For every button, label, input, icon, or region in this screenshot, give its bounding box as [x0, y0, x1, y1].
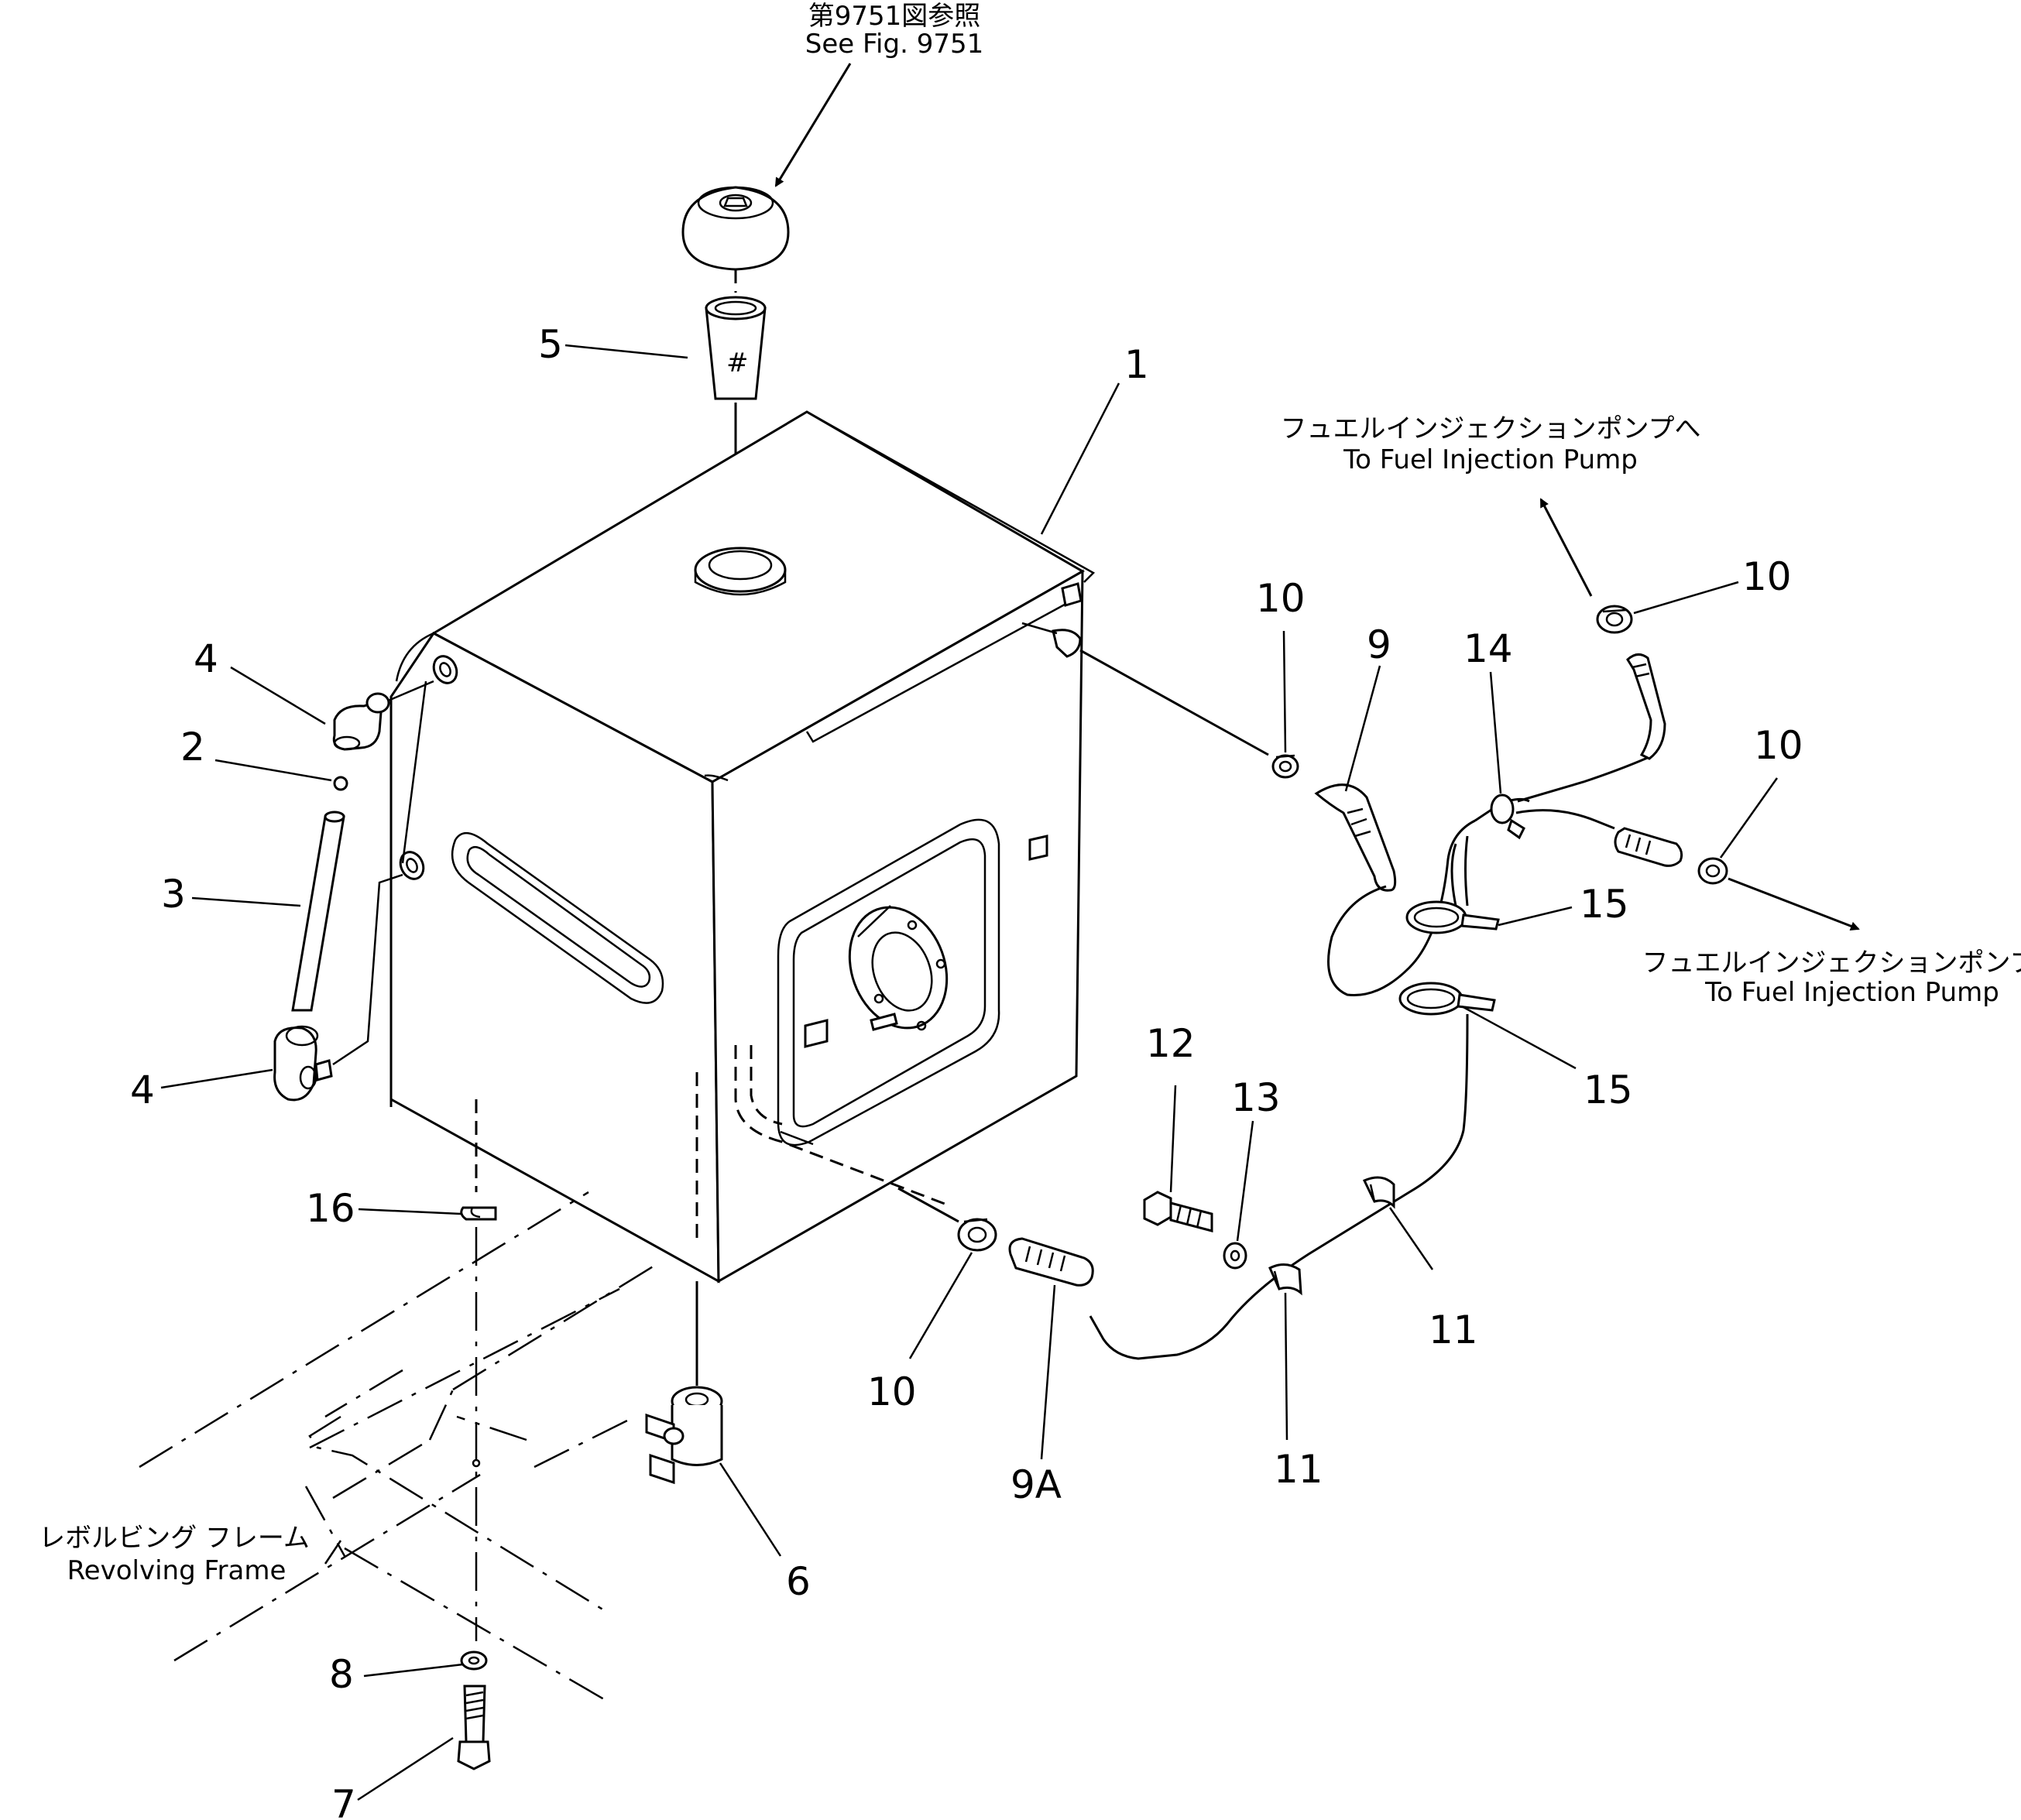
callout-11-left: 11 — [1274, 1447, 1323, 1492]
clamp-15-upper — [1405, 900, 1500, 934]
callout-3: 3 — [161, 872, 186, 917]
fuel-tank — [389, 410, 1096, 1284]
callout-10-upper-right: 10 — [1742, 554, 1792, 599]
callout-15-upper: 15 — [1580, 882, 1629, 927]
fig-reference-arrow — [774, 63, 852, 187]
pump-note-upper-jp: フュエルインジェクションポンプへ — [1281, 413, 1701, 444]
callout-2: 2 — [180, 725, 205, 769]
drain-valve — [645, 1386, 723, 1485]
fig-reference-jp: 第9751図参照 — [808, 1, 981, 32]
hose-clamp-upper-right — [1596, 605, 1633, 634]
callout-9a: 9A — [1010, 1462, 1062, 1507]
callout-13: 13 — [1231, 1075, 1281, 1120]
hose-clamp-lower — [957, 1218, 997, 1252]
filler-cap — [681, 186, 790, 271]
fuel-hose-9 — [1314, 783, 1397, 892]
pump-note-right-jp: フュエルインジェクションポンプへ — [1642, 948, 2021, 979]
pump-hose-upper — [1626, 653, 1666, 760]
callout-7: 7 — [331, 1782, 356, 1820]
callout-10-upper-left: 10 — [1256, 576, 1306, 621]
callout-4-upper: 4 — [194, 636, 218, 681]
supply-leader — [897, 1187, 959, 1223]
washer-13 — [1223, 1242, 1247, 1270]
gauge-line-left — [401, 680, 427, 864]
revolving-frame — [139, 1191, 655, 1701]
callout-10-right: 10 — [1754, 723, 1803, 768]
frame-note-en: Revolving Frame — [67, 1555, 287, 1586]
gauge-line-bottom — [332, 873, 403, 1066]
pump-arrow-right — [1728, 877, 1860, 931]
clamp-15-lower — [1398, 982, 1496, 1016]
strainer: # — [705, 296, 767, 400]
gauge-boss-bottom — [399, 851, 425, 880]
fig-reference-en: See Fig. 9751 — [805, 29, 983, 60]
svg-text:#: # — [726, 348, 749, 379]
callout-leaders — [160, 344, 1779, 1801]
callout-6: 6 — [786, 1559, 811, 1604]
pump-note-upper-en: To Fuel Injection Pump — [1343, 444, 1638, 475]
washer — [460, 1650, 488, 1671]
elbow-upper — [332, 692, 390, 751]
hose-clamp-right — [1697, 857, 1728, 885]
pump-arrow-upper — [1539, 498, 1593, 597]
o-ring — [333, 776, 348, 791]
return-line-leader — [1079, 649, 1269, 756]
inner-pipe-dashed — [734, 1045, 945, 1205]
frame-note-jp: レボルビング フレーム — [39, 1523, 310, 1554]
loop-line — [1327, 819, 1476, 997]
callout-11-right: 11 — [1429, 1308, 1478, 1352]
bolt-12 — [1143, 1191, 1213, 1232]
callout-10-lower: 10 — [867, 1369, 917, 1414]
inner-pipe-dashed-2 — [750, 1045, 783, 1126]
callout-5: 5 — [538, 322, 563, 367]
mounting-bolt — [457, 1685, 491, 1770]
gauge-boss-top — [432, 655, 458, 684]
callout-8: 8 — [329, 1652, 354, 1697]
callout-16: 16 — [306, 1186, 355, 1231]
pump-note-right-en: To Fuel Injection Pump — [1704, 977, 1999, 1008]
callout-14: 14 — [1463, 626, 1513, 671]
frame-leader — [324, 1540, 342, 1565]
clip-11-right — [1362, 1176, 1395, 1209]
hose-clamp-upper-left — [1271, 754, 1299, 779]
callout-12: 12 — [1146, 1021, 1196, 1066]
shim — [460, 1206, 497, 1221]
callout-1: 1 — [1124, 342, 1149, 387]
callout-9: 9 — [1367, 622, 1391, 667]
clip-11-left — [1268, 1263, 1302, 1296]
callout-15-lower: 15 — [1584, 1068, 1633, 1112]
gauge-tube — [291, 811, 345, 1012]
callout-4-lower: 4 — [130, 1068, 155, 1112]
elbow-lower — [273, 1025, 333, 1102]
